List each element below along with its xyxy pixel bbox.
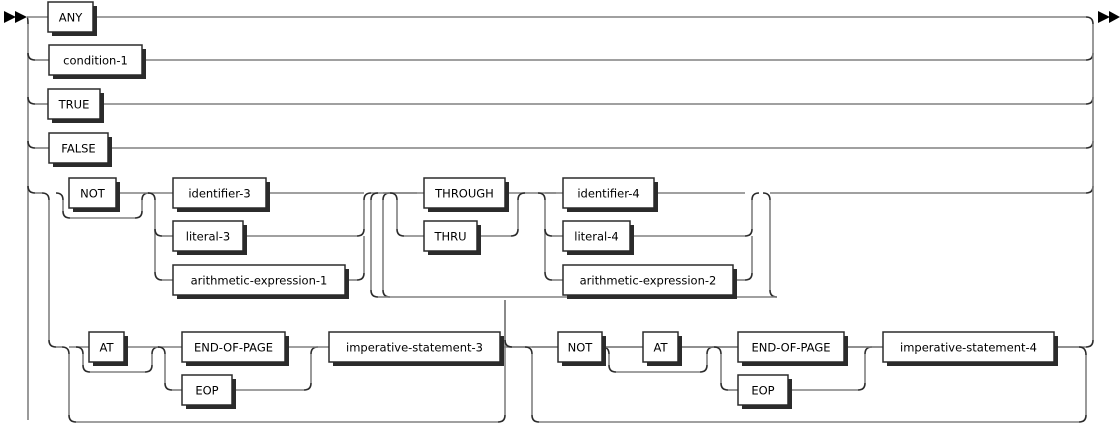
node-label: condition-1 [63,54,128,68]
node-label: NOT [568,341,594,355]
node-true[interactable]: TRUE [47,88,104,123]
node-eop-2[interactable]: EOP [737,374,792,409]
node-label: THROUGH [434,187,494,201]
exit-arrow-icon [1098,11,1120,23]
node-label: AT [100,341,115,355]
node-label: EOP [751,384,774,398]
node-identifier-3[interactable]: identifier-3 [172,177,270,212]
node-label: ANY [59,11,83,25]
node-at-2[interactable]: AT [642,331,682,366]
node-label: arithmetic-expression-1 [191,274,328,288]
node-arithmetic-expression-2[interactable]: arithmetic-expression-2 [562,264,737,299]
node-label: literal-3 [186,230,230,244]
node-end-of-page-2[interactable]: END-OF-PAGE [737,331,848,366]
node-label: AT [654,341,669,355]
rails-layer [4,11,1120,423]
node-label: END-OF-PAGE [194,341,273,355]
node-label: imperative-statement-3 [346,341,483,355]
node-label: FALSE [61,142,95,156]
entry-arrow-icon [4,11,27,23]
node-label: THRU [433,230,466,244]
node-identifier-4[interactable]: identifier-4 [562,177,658,212]
node-label: imperative-statement-4 [900,341,1037,355]
node-literal-4[interactable]: literal-4 [562,220,634,255]
node-label: identifier-4 [577,187,639,201]
node-label: EOP [195,384,218,398]
node-condition-1[interactable]: condition-1 [48,44,146,79]
node-literal-3[interactable]: literal-3 [172,220,247,255]
node-label: END-OF-PAGE [751,341,830,355]
node-label: TRUE [58,98,90,112]
node-through[interactable]: THROUGH [423,177,509,212]
node-label: identifier-3 [188,187,250,201]
node-eop-1[interactable]: EOP [181,374,236,409]
node-end-of-page-1[interactable]: END-OF-PAGE [181,331,289,366]
nodes-layer: ANY condition-1 TRUE FALSE NOT identifie… [47,1,1058,409]
node-arithmetic-expression-1[interactable]: arithmetic-expression-1 [172,264,349,299]
node-label: arithmetic-expression-2 [580,274,717,288]
node-label: literal-4 [574,230,618,244]
node-imperative-statement-3[interactable]: imperative-statement-3 [328,331,504,366]
node-imperative-statement-4[interactable]: imperative-statement-4 [882,331,1058,366]
node-label: NOT [80,187,106,201]
node-any[interactable]: ANY [47,1,97,36]
node-at-1[interactable]: AT [88,331,128,366]
node-not-1[interactable]: NOT [68,177,120,212]
node-thru[interactable]: THRU [423,220,481,255]
node-false[interactable]: FALSE [48,132,112,167]
node-not-2[interactable]: NOT [557,331,606,366]
